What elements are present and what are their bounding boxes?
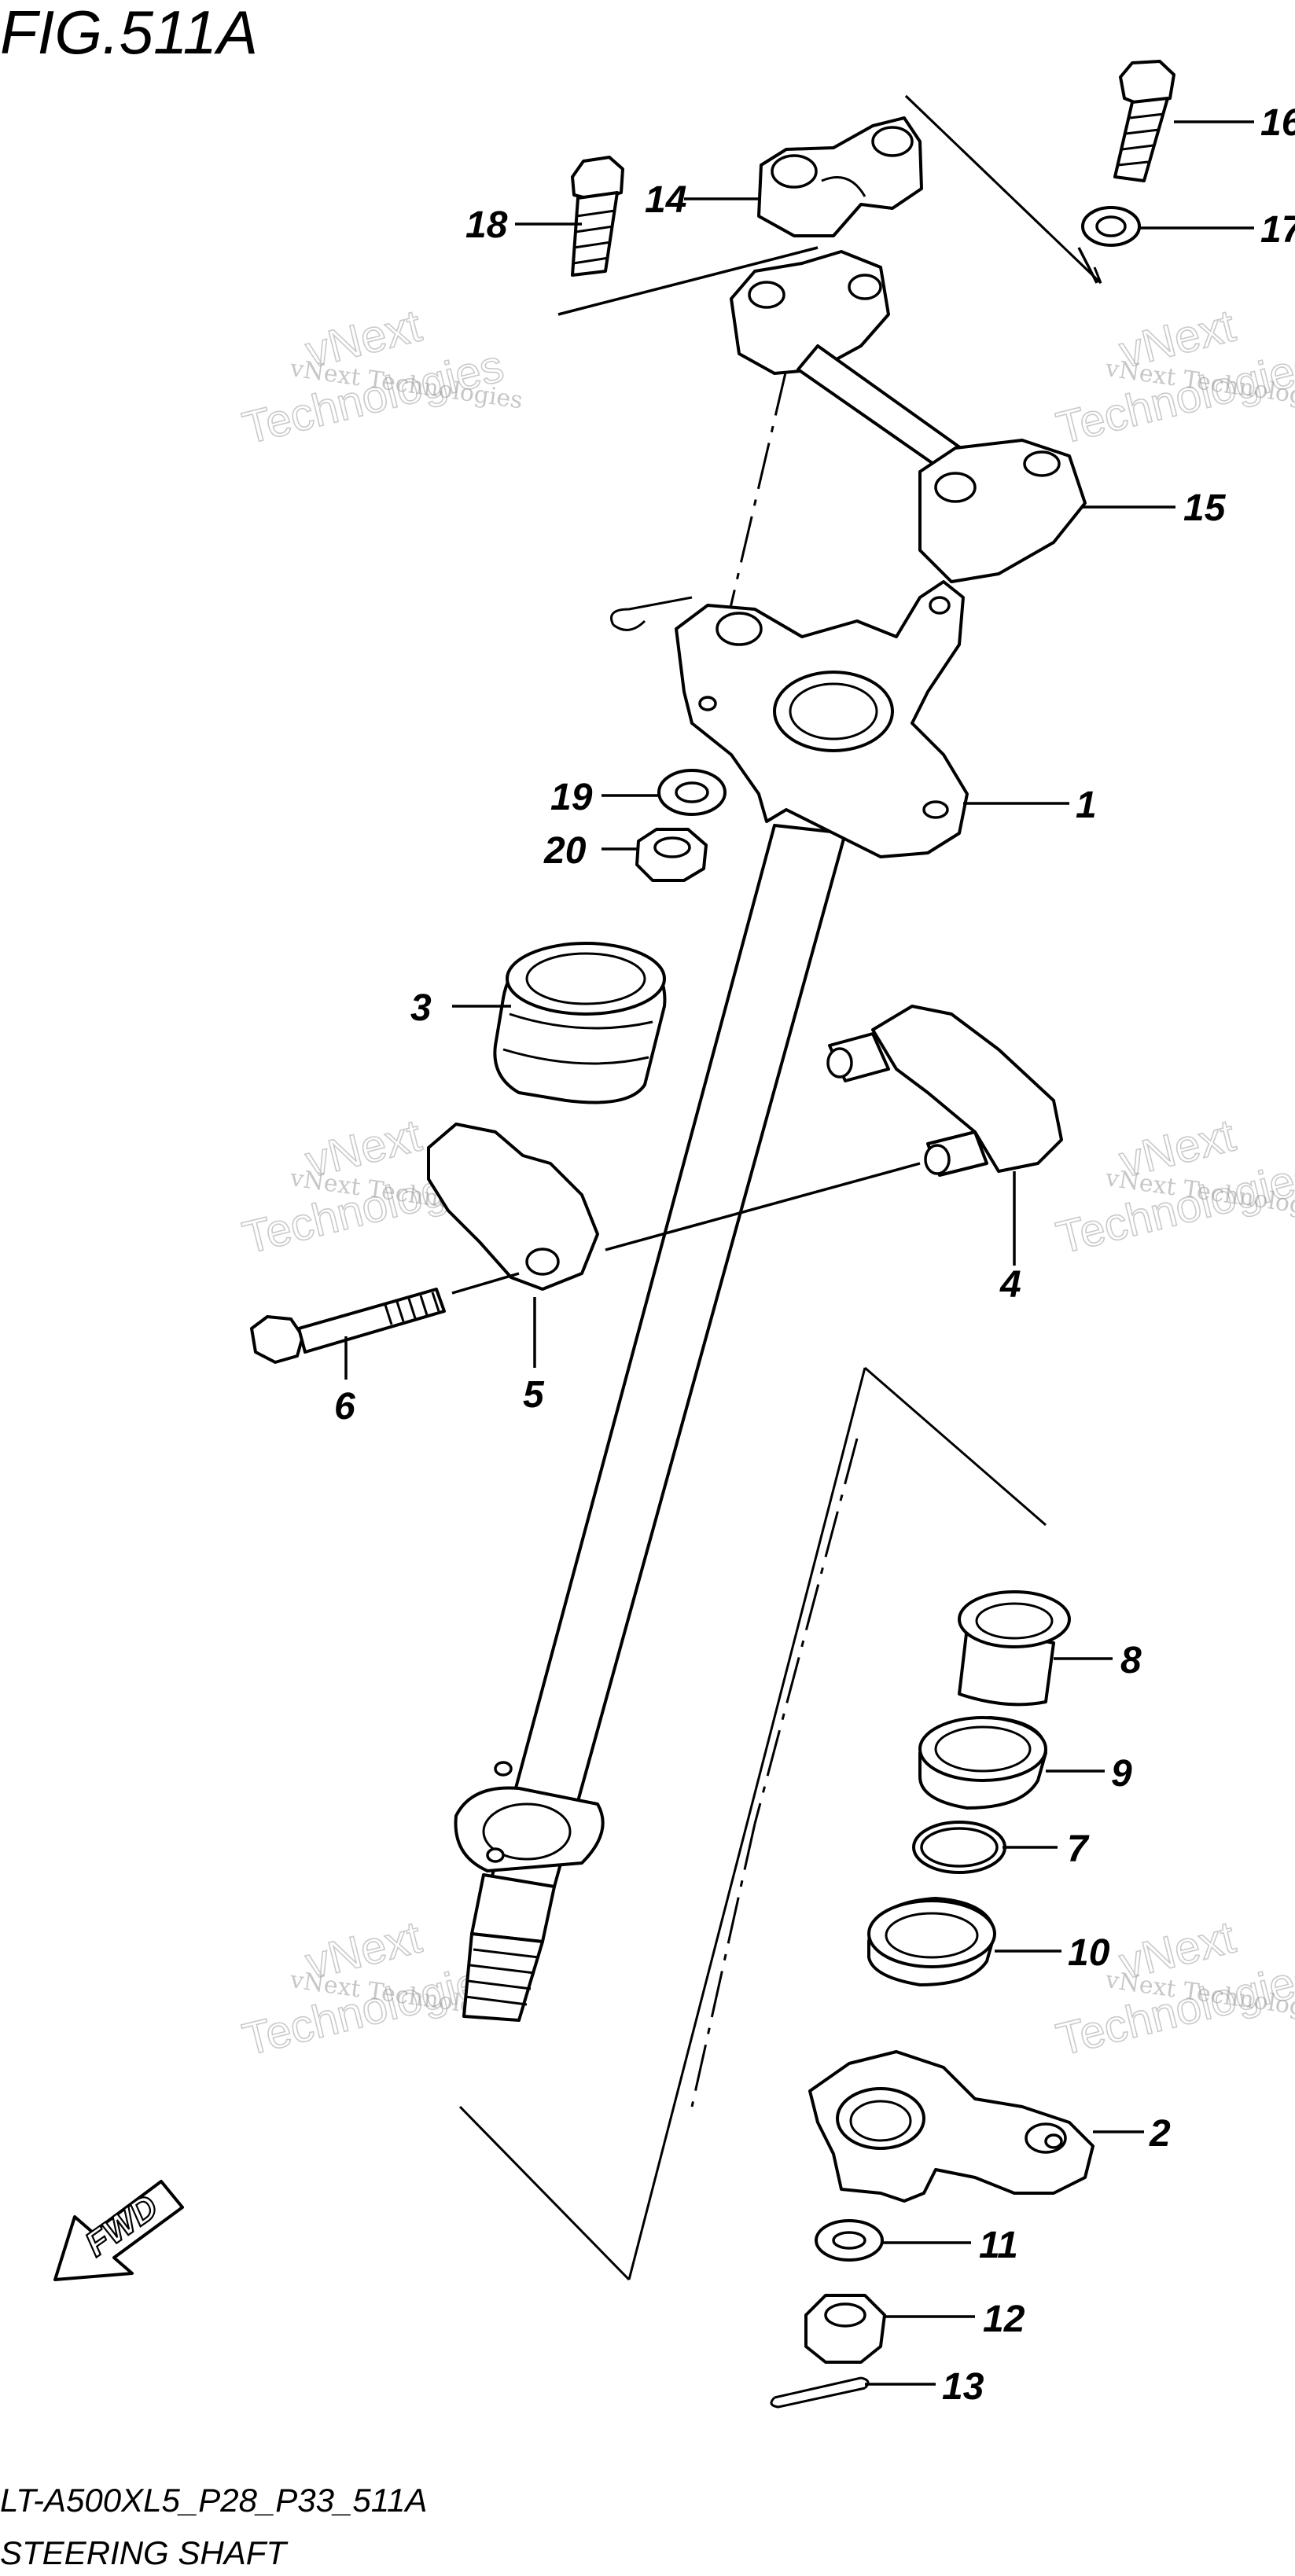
- part-10-seal: [867, 1897, 996, 1986]
- part-8-bushing: [958, 1590, 1071, 1707]
- part-19-washer: [657, 769, 727, 816]
- watermark-top-right: vNext Technologies vNext Technologies: [1051, 299, 1295, 455]
- callout-6: 6: [334, 1386, 355, 1428]
- callout-7: 7: [1067, 1828, 1090, 1870]
- callout-10: 10: [1068, 1932, 1110, 1974]
- part-3-bushing: [493, 942, 667, 1104]
- callout-2: 2: [1149, 2113, 1171, 2155]
- callout-18: 18: [465, 204, 508, 246]
- fwd-arrow: FWD: [53, 2180, 184, 2281]
- callout-17: 17: [1260, 209, 1295, 251]
- part-9-bearing: [918, 1716, 1047, 1810]
- assembly-line-5-4: [605, 1162, 921, 1251]
- figure-title: FIG.511A: [0, 0, 258, 67]
- part-18-bolt: [571, 156, 624, 277]
- part-2-pitman-arm: [808, 2050, 1094, 2203]
- callout-labels: 1 2 3 4 5 6 7 8 9 10 11 12 13 14 15 16 1…: [334, 102, 1295, 2408]
- assembly-line-6-5: [451, 1272, 520, 1295]
- part-4-holder: [826, 1005, 1063, 1177]
- top-bracket-lines: [557, 94, 1102, 622]
- lower-bracket-lines: [458, 1366, 1047, 2281]
- watermark-mid-right: vNext Technologies vNext Technologies: [1051, 1109, 1295, 1265]
- callout-15: 15: [1183, 487, 1227, 529]
- figure-name: STEERING SHAFT: [0, 2534, 289, 2571]
- callout-13: 13: [942, 2366, 984, 2408]
- callout-16: 16: [1260, 102, 1295, 144]
- callout-19: 19: [550, 777, 593, 818]
- steering-shaft-tube: [454, 824, 847, 2022]
- part-17-washer: [1081, 206, 1141, 247]
- callout-1: 1: [1076, 785, 1097, 826]
- fwd-arrow-icon: [53, 2180, 184, 2281]
- callout-leaders: [344, 120, 1254, 2386]
- callout-9: 9: [1111, 1753, 1132, 1795]
- part-6-bolt: [250, 1288, 446, 1364]
- part-13-cotter-pin: [770, 2376, 870, 2409]
- callout-12: 12: [983, 2299, 1025, 2340]
- callout-5: 5: [523, 1374, 545, 1416]
- part-11-washer: [815, 2219, 884, 2262]
- callout-20: 20: [543, 830, 587, 872]
- callout-8: 8: [1120, 1640, 1142, 1681]
- part-12-nut: [804, 2294, 886, 2364]
- part-15-lower-holder: [730, 250, 1087, 583]
- callout-14: 14: [645, 179, 686, 221]
- callout-4: 4: [999, 1264, 1021, 1306]
- part-5-clamp: [427, 1123, 599, 1291]
- model-code: LT-A500XL5_P28_P33_511A: [0, 2482, 427, 2519]
- part-1-upper-bracket: [610, 580, 969, 858]
- part-7-oring: [912, 1821, 1006, 1874]
- callout-11: 11: [979, 2225, 1018, 2266]
- part-16-bolt: [1113, 60, 1175, 182]
- part-20-nut: [635, 828, 708, 882]
- callout-3: 3: [410, 987, 432, 1029]
- part-14-upper-clamp: [757, 116, 923, 237]
- watermark-top-left: vNext Technologies vNext Technologies: [237, 299, 524, 455]
